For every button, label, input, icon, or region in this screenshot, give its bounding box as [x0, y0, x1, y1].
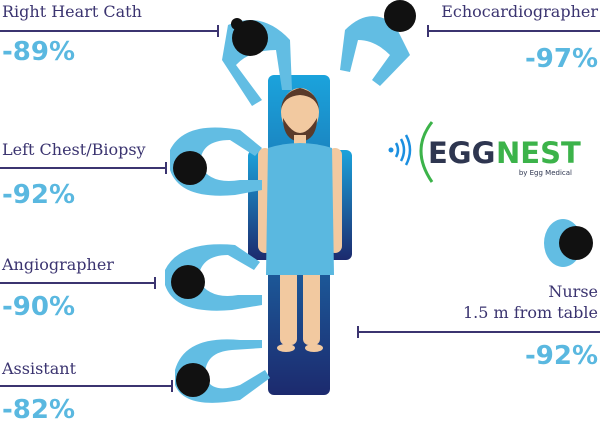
staff-figures	[165, 0, 593, 403]
reduction-left-chest-biopsy: -92%	[2, 180, 76, 210]
patient	[258, 88, 342, 352]
reduction-assistant: -82%	[2, 395, 76, 425]
reduction-nurse: -92%	[524, 341, 598, 371]
label-echocardiographer: Echocardiographer	[441, 2, 598, 21]
signal-icon	[388, 147, 394, 153]
reduction-echocardiographer: -97%	[524, 44, 598, 74]
label-assistant: Assistant	[2, 359, 77, 378]
label-angiographer: Angiographer	[2, 255, 114, 274]
label-nurse-distance: 1.5 m from table	[462, 303, 598, 322]
staff-echocardiographer	[340, 0, 416, 86]
label-nurse: Nurse	[548, 282, 598, 301]
reduction-angiographer: -90%	[2, 292, 76, 322]
svg-text:NEST: NEST	[496, 136, 581, 170]
eggnest-logo: EGG NEST by Egg Medical	[388, 121, 581, 183]
staff-angiographer	[165, 244, 262, 311]
staff-nurse	[544, 219, 593, 267]
label-right-heart-cath: Right Heart Cath	[2, 2, 142, 21]
reduction-right-heart-cath: -89%	[2, 37, 76, 67]
leader-lines	[0, 25, 600, 392]
label-left-chest-biopsy: Left Chest/Biopsy	[2, 140, 146, 159]
staff-right-heart-cath	[222, 18, 292, 106]
staff-left-chest	[170, 127, 262, 196]
svg-text:by Egg Medical: by Egg Medical	[519, 169, 572, 177]
staff-assistant	[175, 339, 270, 403]
svg-text:EGG: EGG	[428, 136, 495, 170]
